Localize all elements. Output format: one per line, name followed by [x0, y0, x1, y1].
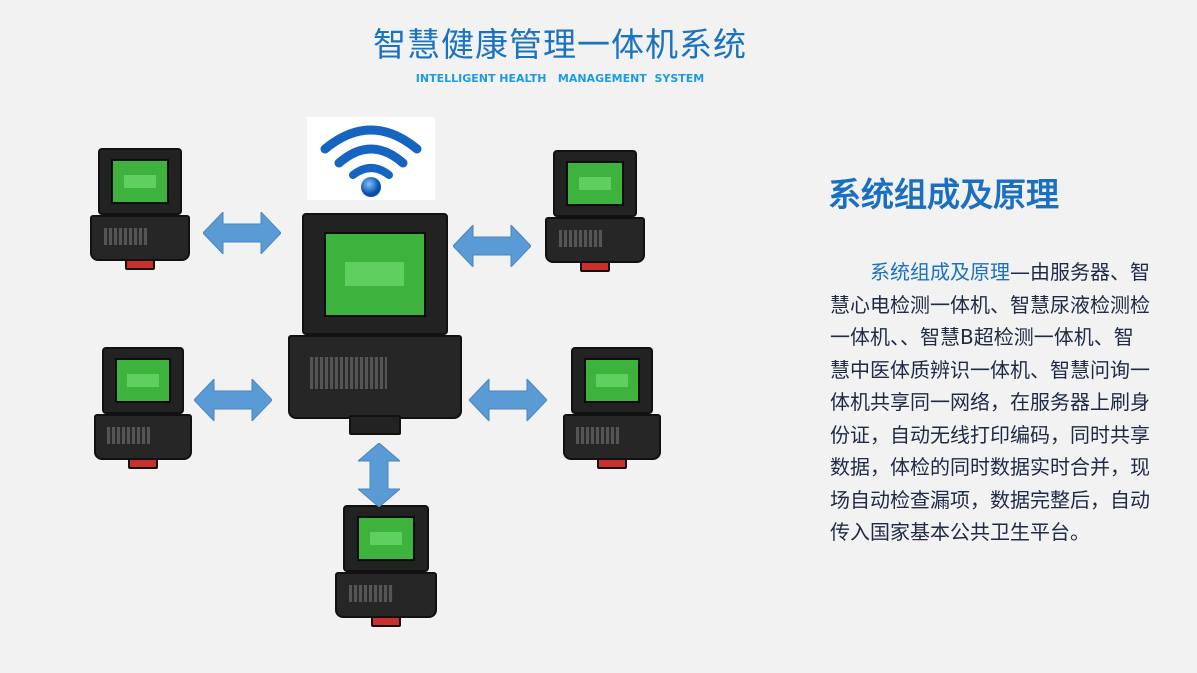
- handle: [597, 458, 627, 469]
- description-paragraph: 系统组成及原理—由服务器、智 慧心电检测一体机、智慧尿液检测检 一体机、、智慧B…: [830, 256, 1150, 549]
- handle: [128, 458, 158, 469]
- paragraph-line: 慧心电检测一体机、智慧尿液检测检: [830, 292, 1150, 317]
- device-screen: [356, 515, 416, 562]
- paragraph-line: 份证，自动无线打印编码，同时共享: [830, 422, 1150, 447]
- device-mid-left: [94, 347, 192, 469]
- wifi-icon: [307, 117, 435, 200]
- handle: [370, 616, 402, 627]
- keyboard: [558, 229, 602, 247]
- device-screen: [323, 231, 427, 317]
- keyboard: [103, 227, 147, 245]
- keyboard: [107, 426, 150, 444]
- paragraph-line: 传入国家基本公共卫生平台。: [830, 520, 1090, 544]
- device-top-left: [90, 148, 190, 270]
- line-text: —由服务器、智: [1010, 260, 1150, 284]
- server-device: [288, 213, 462, 435]
- device-top-right: [545, 150, 645, 272]
- paragraph-line: 体机共享同一网络，在服务器上刷身: [830, 390, 1150, 414]
- section-heading: 系统组成及原理: [828, 175, 1059, 214]
- device-screen: [566, 160, 624, 207]
- device-screen: [583, 357, 641, 404]
- keyboard: [348, 584, 393, 602]
- page-subtitle: INTELLIGENT HEALTH MANAGEMENT SYSTEM: [415, 72, 705, 85]
- vertical-double-arrow-icon: [358, 443, 400, 507]
- double-arrow-icon: [203, 212, 281, 254]
- double-arrow-icon: [469, 379, 547, 421]
- keyboard: [310, 357, 387, 390]
- paragraph-line: 场自动检查漏项，数据完整后，自动: [830, 487, 1150, 512]
- handle: [348, 415, 402, 435]
- page-title: 智慧健康管理一体机系统: [373, 25, 747, 64]
- handle: [580, 261, 610, 272]
- paragraph-line: 系统组成及原理—由服务器、智: [830, 256, 1150, 289]
- paragraph-line: 数据，体检的同时数据实时合并，现: [830, 455, 1150, 479]
- handle: [125, 259, 155, 270]
- keyboard: [576, 426, 619, 444]
- lead-text: 系统组成及原理: [870, 260, 1010, 284]
- device-mid-right: [563, 347, 661, 469]
- paragraph-line: 慧中医体质辨识一体机、智慧问询一: [830, 357, 1150, 382]
- device-screen: [114, 357, 172, 404]
- paragraph-line: 一体机、、智慧B超检测一体机、智: [830, 325, 1134, 349]
- double-arrow-icon: [194, 379, 272, 421]
- double-arrow-icon: [453, 225, 531, 267]
- device-screen: [111, 158, 169, 205]
- device-bottom: [335, 505, 437, 627]
